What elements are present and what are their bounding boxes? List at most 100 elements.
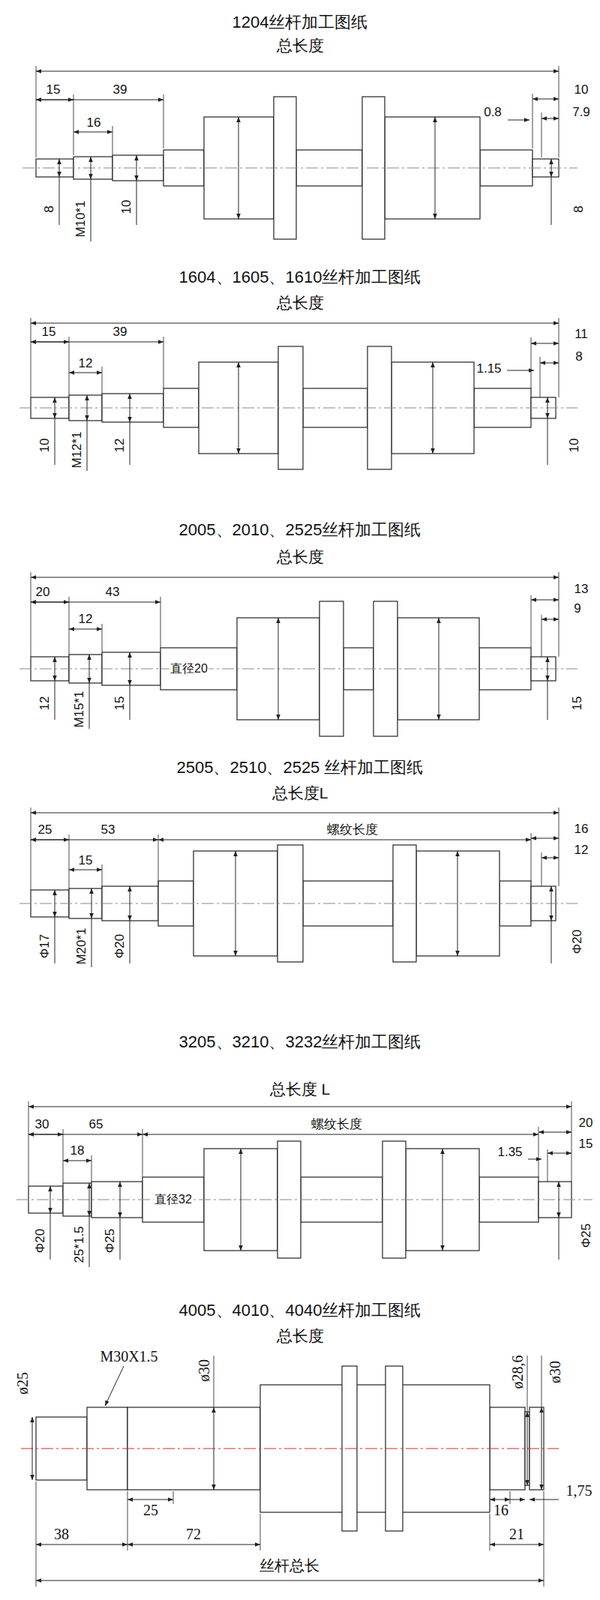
- diameter-line: [90, 156, 92, 180]
- length-note: 总长度: [276, 549, 325, 566]
- dimension-line: [541, 858, 559, 859]
- leader-line: [510, 1500, 525, 1501]
- dimension-line: [36, 71, 559, 72]
- diameter-text: 10: [38, 438, 52, 454]
- diameter-line: [129, 886, 131, 921]
- length-note: 总长度L: [271, 785, 330, 802]
- dimension-line: [541, 619, 559, 621]
- diameter-line: [32, 1417, 33, 1481]
- diameter-text: ø30: [547, 1360, 564, 1385]
- extension-line: [541, 615, 543, 657]
- extension-line: [30, 807, 32, 891]
- diameter-line: [89, 654, 90, 684]
- extension-line: [260, 1514, 261, 1551]
- leader-line: [528, 1159, 542, 1161]
- diameter-line: [238, 362, 240, 454]
- diameter-line: [54, 397, 56, 419]
- diameter-text: 15: [113, 696, 127, 712]
- center-line: [21, 1449, 559, 1450]
- diameter-line: [438, 618, 440, 720]
- dimension-text: 螺纹长度: [310, 1118, 363, 1132]
- diameter-text: 10: [567, 438, 582, 454]
- diameter-text: M20*1: [75, 927, 89, 966]
- diameter-line: [238, 117, 240, 219]
- dimension-text: 11: [573, 327, 589, 342]
- extension-line: [531, 595, 532, 648]
- diameter-leader: [54, 418, 56, 465]
- drawing-title: 1204丝杆加工图纸: [231, 13, 369, 31]
- diameter-line: [240, 1149, 242, 1251]
- diameter-leader: [91, 918, 93, 968]
- dimension-text: M30X1.5: [99, 1349, 159, 1365]
- diameter-leader: [120, 1218, 121, 1260]
- diameter-line: [457, 851, 459, 957]
- drawing-title: 1604、1605、1610丝杆加工图纸: [178, 268, 423, 286]
- center-line: [22, 168, 578, 169]
- dimension-text: 10: [573, 83, 590, 97]
- length-note: 总长度 L: [269, 1081, 332, 1098]
- diameter-line: [551, 159, 552, 177]
- diameter-leader: [558, 1218, 560, 1260]
- center-line: [19, 669, 578, 670]
- diameter-line: [432, 362, 434, 454]
- dimension-text: 16: [86, 116, 102, 130]
- dimension-line: [30, 813, 559, 814]
- extension-line: [28, 1101, 30, 1187]
- diameter-line: [89, 1183, 90, 1217]
- dimension-line: [36, 1545, 128, 1546]
- diameter-line: [235, 851, 237, 957]
- diameter-line: [547, 657, 549, 681]
- dimension-line: [30, 342, 164, 343]
- diameter-line: [91, 888, 93, 919]
- extension-line: [213, 1356, 215, 1408]
- diameter-text: 25*1.5: [72, 1225, 87, 1264]
- dimension-text: 25: [37, 823, 54, 837]
- length-note: 总长度: [276, 1328, 325, 1345]
- extension-line: [543, 1491, 545, 1587]
- drawing-title: 2005、2010、2525丝杆加工图纸: [178, 521, 423, 539]
- extension-line: [558, 318, 560, 398]
- dimension-text: 65: [88, 1118, 105, 1132]
- diameter-text: M10*1: [74, 199, 88, 238]
- dimension-text: 0.8: [483, 105, 503, 120]
- dimension-text: 18: [69, 1144, 86, 1158]
- extension-line: [102, 366, 103, 394]
- extension-line: [36, 66, 37, 158]
- length-note: 总长度: [276, 294, 325, 312]
- diameter-text: Φ20: [113, 933, 127, 960]
- diameter-text: 12: [113, 438, 127, 454]
- diameter-line: [54, 890, 56, 918]
- extension-line: [510, 1491, 511, 1505]
- extension-line: [558, 572, 560, 657]
- dimension-text: 9: [573, 602, 582, 616]
- extension-line: [160, 597, 162, 648]
- diameter-text: M15*1: [72, 690, 87, 729]
- extension-line: [558, 807, 560, 887]
- diameter-leader: [87, 420, 88, 471]
- diameter-leader: [547, 681, 549, 720]
- dimension-text: 20: [35, 585, 51, 600]
- center-line: [16, 1200, 593, 1201]
- dimension-line: [142, 1134, 539, 1136]
- dimension-line: [489, 1545, 544, 1546]
- dimension-text: 直径32: [153, 1194, 193, 1207]
- diameter-text: 12: [38, 696, 52, 712]
- extension-line: [531, 833, 532, 882]
- dimension-line: [532, 99, 559, 100]
- dimension-line: [69, 372, 102, 374]
- diameter-line: [50, 1186, 51, 1214]
- dimension-text: 丝杆总长: [258, 1558, 321, 1575]
- dimension-line: [36, 1581, 544, 1582]
- dimension-line: [547, 1153, 572, 1155]
- diameter-line: [129, 393, 131, 423]
- drawing-title: 4005、4010、4040丝杆加工图纸: [178, 1302, 423, 1320]
- diameter-line: [120, 1182, 121, 1218]
- dimension-text: 53: [100, 823, 117, 837]
- dimension-line: [28, 1107, 572, 1108]
- length-note: 总长度: [276, 37, 325, 54]
- dimension-text: 12: [78, 357, 94, 371]
- diameter-leader: [547, 418, 549, 465]
- dimension-text: 1.15: [475, 362, 502, 376]
- dimension-text: 16: [492, 1503, 510, 1519]
